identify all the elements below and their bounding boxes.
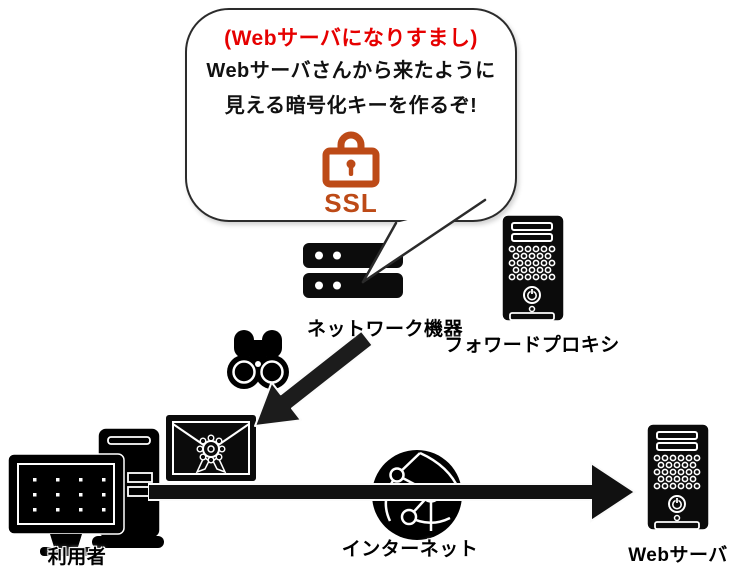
horizontal-flow-arrow	[148, 461, 637, 523]
desktop-computer-icon	[7, 427, 164, 556]
label-network-device: ネットワーク機器	[306, 319, 463, 340]
binoculars-icon	[227, 330, 289, 389]
label-internet: インターネット	[341, 539, 479, 560]
tower-server-icon	[501, 214, 565, 322]
bubble-red-line: (Webサーバになりすまし)	[224, 27, 478, 50]
bubble-text-line-2: 見える暗号化キーを作るぞ!	[224, 95, 478, 117]
diagonal-intercept-arrow	[254, 329, 374, 427]
speech-bubble: (Webサーバになりすまし) Webサーバさんから来たように 見える暗号化キーを…	[185, 8, 517, 222]
ssl-label: SSL	[324, 188, 378, 218]
bubble-text-line-1: Webサーバさんから来たように	[206, 60, 496, 82]
speech-bubble-tail	[361, 198, 487, 284]
tower-server-icon	[646, 423, 710, 531]
label-forward-proxy: フォワードプロキシ	[444, 335, 620, 356]
label-web-server: Webサーバ	[628, 545, 728, 566]
ssl-padlock-icon	[322, 131, 380, 188]
envelope-certificate-icon	[166, 415, 256, 481]
label-user: 利用者	[47, 547, 107, 568]
